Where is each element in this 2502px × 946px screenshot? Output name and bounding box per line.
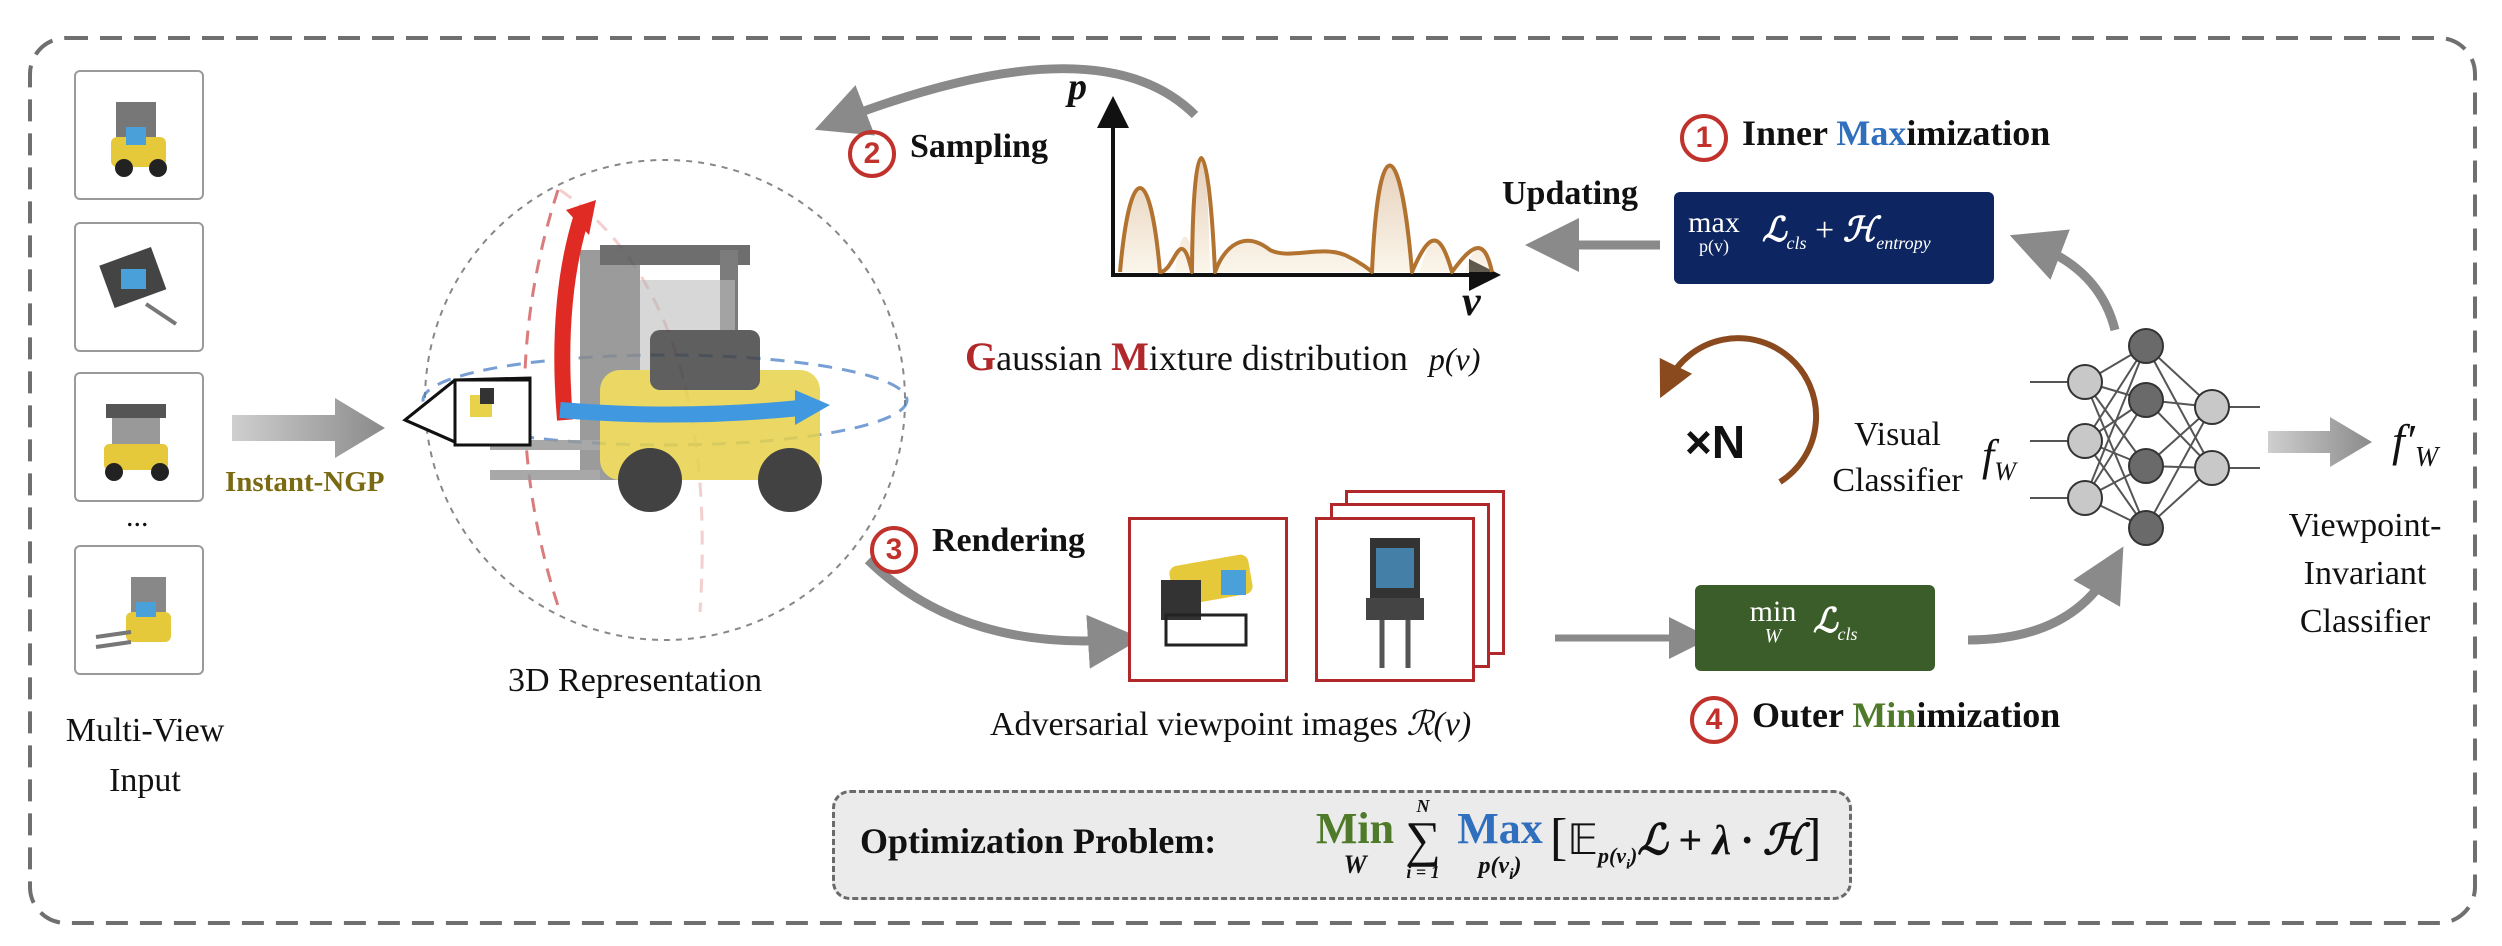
optimization-problem-box <box>832 790 1852 900</box>
outer-frame <box>28 36 2477 925</box>
adversarial-image-2 <box>1315 517 1475 682</box>
opt-min-op: Min W <box>1315 804 1395 879</box>
inner-maximization-label: Inner Maximization <box>1742 113 2051 153</box>
forklift-thumb-icon <box>95 577 171 649</box>
output-arrow <box>2268 417 2372 467</box>
rendering-arrow <box>864 556 1142 669</box>
forklift-render-icon <box>1161 554 1253 647</box>
sampling-label: Sampling <box>910 128 1048 165</box>
camera-frustum <box>402 376 532 447</box>
adversarial-caption: Adversarial viewpoint images ℛ(v) <box>990 706 1472 743</box>
opt-expression: [𝔼p(vi)ℒ + λ · ℋ] <box>1550 809 1822 873</box>
gmm-y-label: p <box>1068 66 1087 108</box>
neural-network-icon <box>2030 328 2260 546</box>
input-view-3 <box>74 372 204 502</box>
step-1-badge: 1 <box>1680 114 1728 162</box>
visual-classifier-label: Visual Classifier <box>1832 416 1963 499</box>
fprime-w-label: f′W <box>2392 415 2439 474</box>
inner-objective-expr: ℒcls + ℋentropy <box>1762 212 1931 253</box>
forklift-thumb-icon <box>99 246 178 326</box>
step-2-badge: 2 <box>848 130 896 178</box>
opt-sum-op: N ∑ i = 1 <box>1398 796 1448 882</box>
classifier-to-inner-arrow <box>2009 229 2120 332</box>
times-n-label: ×N <box>1685 416 1746 468</box>
input-ellipsis: ... <box>126 500 149 533</box>
forklift-render-icon <box>1366 538 1424 668</box>
gmm-x-label: v <box>1462 279 1481 325</box>
outer-to-classifier-arrow <box>1967 546 2124 645</box>
sigma-symbol: ∑ <box>1405 811 1441 867</box>
gmm-caption: Gaussian Mixture distribution p(v) <box>965 334 1481 379</box>
forklift-thumb-icon <box>104 404 169 481</box>
forklift-model <box>490 245 822 512</box>
outer-minimization-label: Outer Minimization <box>1752 695 2061 735</box>
inner-max-op: max p(v) <box>1688 206 1740 256</box>
outer-min-op: min W <box>1749 595 1797 647</box>
outer-objective-expr: ℒcls <box>1813 603 1858 644</box>
multi-view-input-label: Multi-View Input <box>65 712 225 799</box>
input-view-1 <box>74 70 204 200</box>
fw-label: fW <box>1982 431 2016 486</box>
ngp-arrow <box>232 398 385 458</box>
updating-label: Updating <box>1502 175 1639 212</box>
optimization-label: Optimization Problem: <box>860 821 1217 861</box>
outer-objective-box: min W ℒcls <box>1695 585 1935 671</box>
sampling-arrow <box>814 64 1199 136</box>
forklift-thumb-icon <box>111 102 167 177</box>
input-view-4 <box>74 545 204 675</box>
3d-representation-label: 3D Representation <box>508 662 762 699</box>
red-viewpoint-arrow <box>554 212 590 421</box>
rendering-label: Rendering <box>932 522 1085 559</box>
adversarial-image-1 <box>1128 517 1288 682</box>
inner-objective-box: max p(v) ℒcls + ℋentropy <box>1674 192 1994 284</box>
step-3-badge: 3 <box>870 526 918 574</box>
viewpoint-invariant-classifier-label: Viewpoint- Invariant Classifier <box>2288 507 2442 640</box>
input-view-2 <box>74 222 204 352</box>
step-4-badge: 4 <box>1690 696 1738 744</box>
opt-max-op: Max p(vi) <box>1457 804 1543 883</box>
loop-arrow <box>1659 335 1820 485</box>
blue-viewpoint-arrow <box>559 400 801 423</box>
instant-ngp-label: Instant-NGP <box>225 466 385 498</box>
